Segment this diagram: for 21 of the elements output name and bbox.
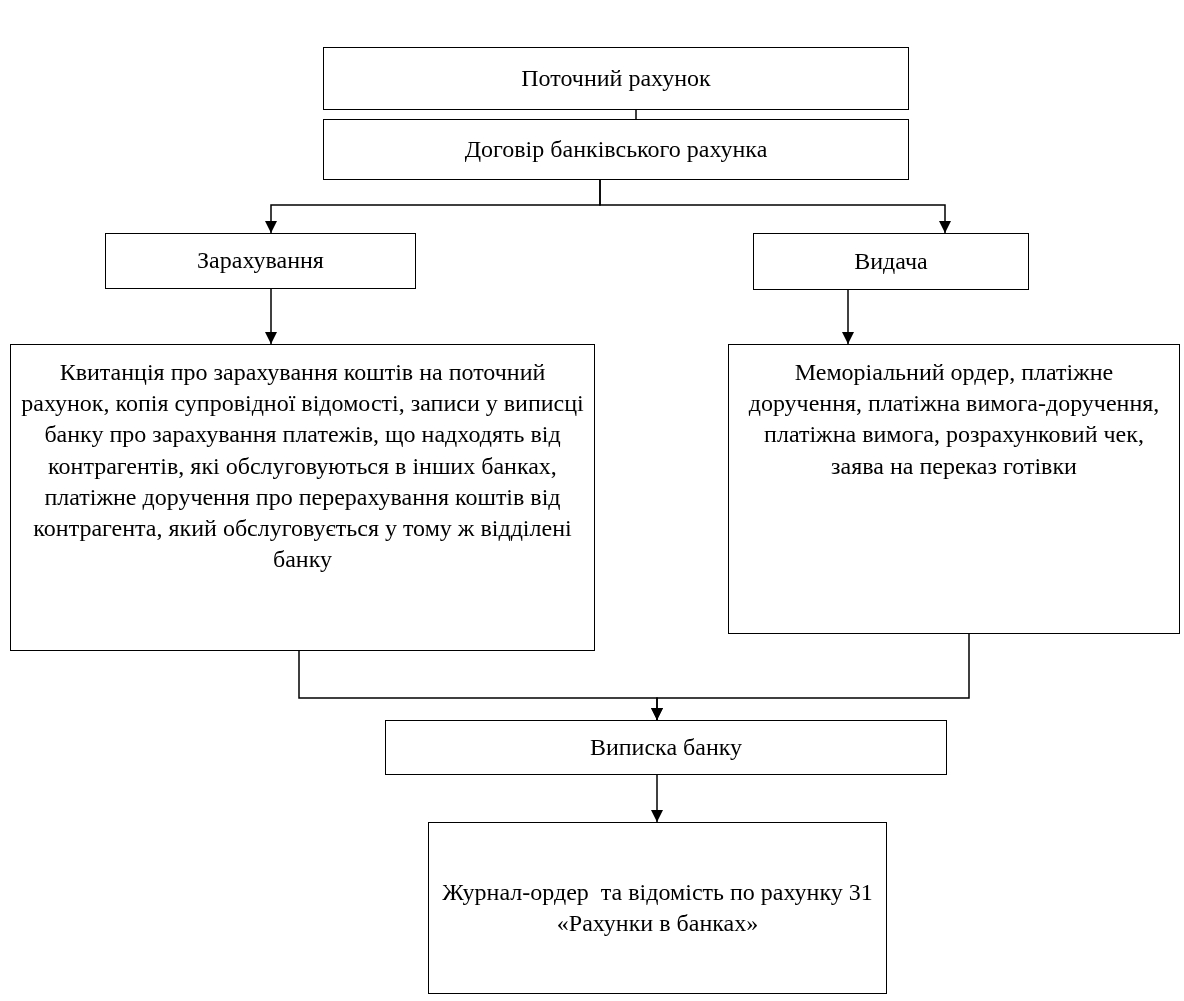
process-box [753,233,1029,290]
process-box [105,233,416,289]
box-text: Зарахування [197,246,324,276]
connector-arrow [651,774,663,823]
box-text: Виписка банку [589,732,743,762]
process-box [323,119,909,180]
box-text: Поточний рахунок [521,63,711,93]
box-text: Журнал-ордер та відомість по рахунку 31 «Рахунки в банках» [441,877,874,938]
process-box [385,720,947,775]
connector-arrow [651,633,970,721]
box-text: Договір банківського рахунка [464,134,768,164]
box-text: Меморіальний ордер, платіжне доручення, платіжна вимога-доручення, платіжна вимога, розрахунковий чек, заява на переказ готівки [747,358,1161,481]
process-box [323,47,909,110]
process-box [10,344,595,651]
connector-arrow [842,289,854,345]
connector-arrow [265,288,277,345]
box-text: Квитанція про зарахування коштів на поточний рахунок, копія супровідної відомості, записи у виписці банку про зарахування платежів, що надходять від контрагентів, які обслуговуються в інших банках, платіжне доручення про перерахування коштів від контрагента, який обслуговується у тому ж відділені банку [20,358,585,575]
process-box [428,822,887,994]
connector-arrow [599,179,951,234]
box-text: Видача [854,246,928,276]
process-box [728,344,1180,634]
